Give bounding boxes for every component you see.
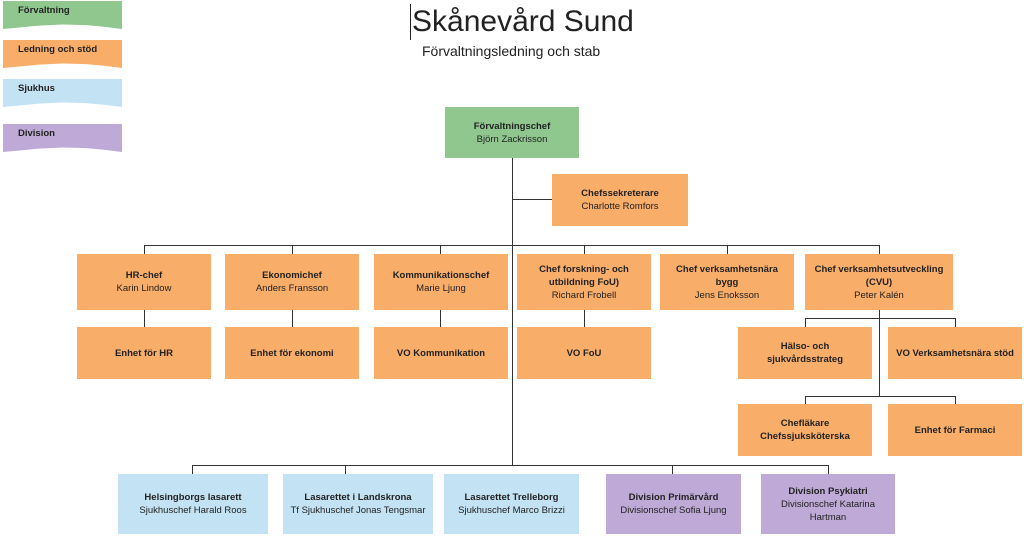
box-person: Divisionschef Katarina Hartman (781, 498, 875, 523)
box-title: Division Psykiatri (788, 485, 868, 497)
box-forvaltningschef: Förvaltningschef Björn Zackrisson (445, 107, 579, 158)
box-person: Divisionschef Sofia Ljung (620, 505, 727, 516)
connector-cvu-row1 (805, 318, 955, 319)
connector-bygg (727, 245, 728, 255)
box-title-secondary: Chefssjuksköterska (760, 431, 850, 442)
connector-vo-verksamhet (955, 318, 956, 327)
box-title: Hälso- och sjukvårdsstrateg (766, 341, 844, 365)
box-enhet-farmaci: Enhet för Farmaci (888, 404, 1022, 456)
connector-chiefs-row (144, 245, 879, 246)
connector-landskrona (345, 465, 346, 474)
box-title: VO Kommunikation (396, 347, 486, 359)
legend-ledning-och-stod: Ledning och stöd (3, 40, 122, 68)
box-halso-strateg: Hälso- och sjukvårdsstrateg (738, 327, 872, 379)
box-title: Lasarettet Trelleborg (464, 492, 559, 503)
box-person: Björn Zackrisson (476, 133, 548, 145)
box-enhet-hr: Enhet för HR (77, 327, 211, 379)
box-chef-bygg: Chef verksamhetsnära bygg Jens Enoksson (660, 254, 794, 310)
connector-cheflakare (805, 396, 806, 404)
box-person: Peter Kalén (854, 289, 904, 301)
legend-sjukhus: Sjukhus (3, 79, 122, 107)
box-person: Richard Frobell (551, 289, 617, 301)
box-title: HR-chef (125, 270, 163, 281)
box-person: Sjukhuschef Marco Brizzi (458, 505, 565, 516)
box-title: Chef verksamhetsnära bygg (676, 263, 778, 288)
connector-cvu (879, 245, 880, 255)
box-title: Enhet för ekonomi (250, 347, 334, 359)
connector-main-trunk (512, 157, 513, 465)
box-ekonomichef: Ekonomichef Anders Fransson (225, 254, 359, 310)
box-psykiatri: Division Psykiatri Divisionschef Katarin… (761, 474, 895, 534)
box-enhet-ekonomi: Enhet för ekonomi (225, 327, 359, 379)
connector-farmaci (955, 396, 956, 404)
box-title: Chef verksamhetsutveckling (CVU) (814, 263, 944, 288)
box-title: Helsingborgs lasarett (144, 492, 242, 503)
box-title: Förvaltningschef (473, 120, 551, 132)
box-title: VO FoU (566, 347, 602, 359)
box-title: Enhet för HR (114, 347, 174, 359)
connector-strateg (805, 318, 806, 327)
connector-psykiatri (828, 465, 829, 474)
connector-hr-unit (144, 310, 145, 327)
box-title: Chef forskning- och utbildning FoU) (539, 263, 629, 288)
box-title: Kommunikationschef (392, 270, 490, 281)
connector-bottom-row (192, 465, 828, 466)
connector-ekonomi-unit (292, 310, 293, 327)
connector-kommunikation (440, 245, 441, 255)
box-person: Jens Enoksson (694, 289, 760, 301)
box-cheflakare: Chefläkare Chefssjuksköterska (738, 404, 872, 456)
box-vo-verksamhet: VO Verksamhetsnära stöd (888, 327, 1022, 379)
connector-secretary (512, 199, 552, 200)
box-trelleborg: Lasarettet Trelleborg Sjukhuschef Marco … (444, 474, 579, 534)
connector-helsingborg (192, 465, 193, 474)
box-primarvard: Division Primärvård Divisionschef Sofia … (606, 474, 741, 534)
box-vo-kommunikation: VO Kommunikation (374, 327, 508, 379)
box-kommunikationschef: Kommunikationschef Marie Ljung (374, 254, 508, 310)
box-title: Division Primärvård (628, 492, 719, 503)
connector-ekonomi (292, 245, 293, 255)
connector-primarvard (672, 465, 673, 474)
box-landskrona: Lasarettet i Landskrona Tf Sjukhuschef J… (283, 474, 433, 534)
box-chefssekreterare: Chefssekreterare Charlotte Romfors (552, 174, 688, 226)
page-subtitle: Förvaltningsledning och stab (422, 43, 601, 59)
legend-forvaltning: Förvaltning (3, 1, 122, 29)
box-person: Charlotte Romfors (581, 201, 659, 212)
box-person: Karin Lindow (116, 283, 172, 294)
box-person: Tf Sjukhuschef Jonas Tengsmar (290, 505, 426, 516)
box-chef-cvu: Chef verksamhetsutveckling (CVU) Peter K… (805, 254, 953, 310)
box-person: Sjukhuschef Harald Roos (139, 505, 247, 516)
box-person: Marie Ljung (416, 283, 466, 294)
box-title: Ekonomichef (262, 270, 322, 281)
box-title: Chefläkare (780, 418, 830, 429)
box-title: Enhet för Farmaci (914, 424, 996, 436)
connector-hr (144, 245, 145, 255)
legend-division: Division (3, 124, 122, 152)
connector-fou-unit (584, 310, 585, 327)
page-title: Skånevård Sund (410, 4, 634, 40)
box-person: Anders Fransson (255, 283, 329, 294)
box-title: Chefssekreterare (581, 188, 659, 199)
connector-forskning (584, 245, 585, 255)
connector-cvu-row2 (805, 396, 955, 397)
box-chef-forskning: Chef forskning- och utbildning FoU) Rich… (517, 254, 651, 310)
box-hr-chef: HR-chef Karin Lindow (77, 254, 211, 310)
box-title: VO Verksamhetsnära stöd (896, 347, 1014, 359)
box-helsingborg: Helsingborgs lasarett Sjukhuschef Harald… (118, 474, 268, 534)
connector-cvu-trunk (879, 310, 880, 396)
box-title: Lasarettet i Landskrona (304, 492, 412, 503)
connector-kommunikation-unit (440, 310, 441, 327)
box-vo-fou: VO FoU (517, 327, 651, 379)
